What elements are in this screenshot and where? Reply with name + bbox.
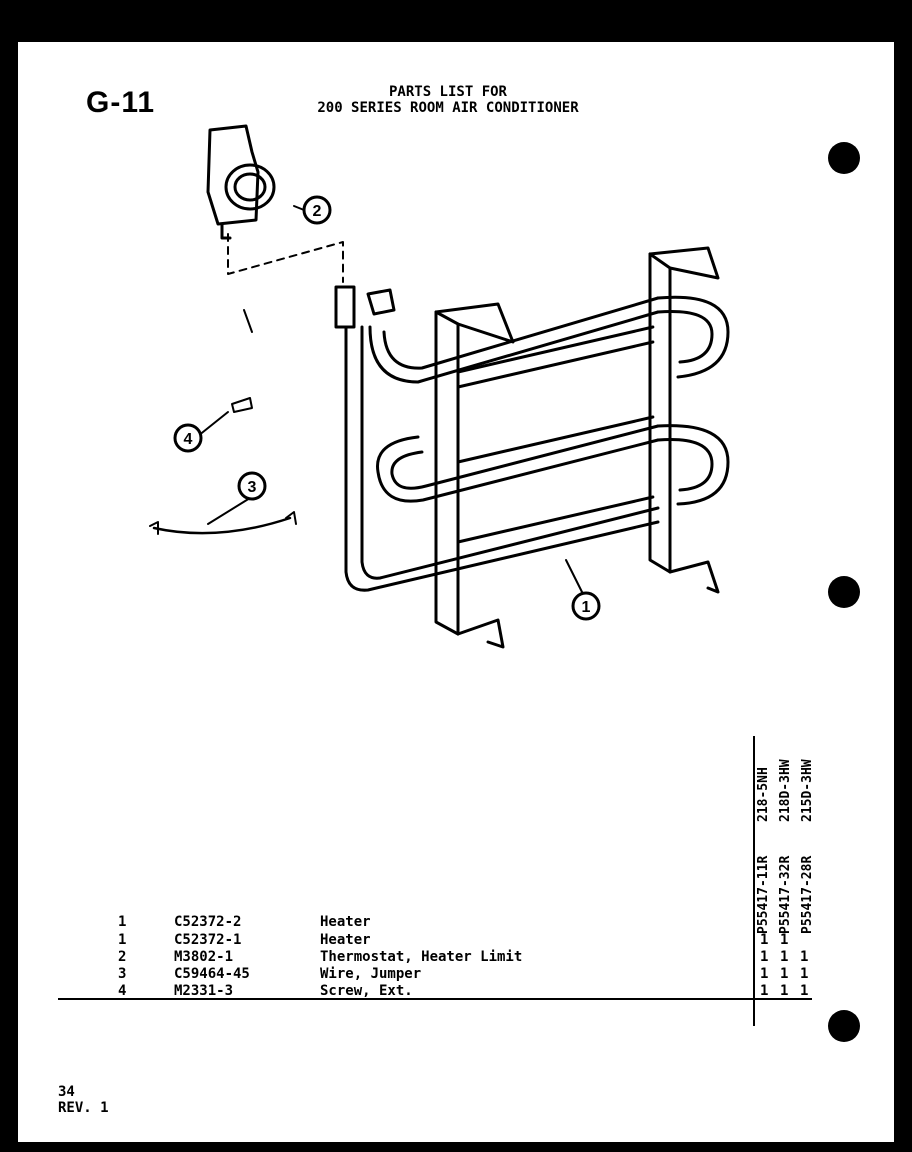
usage-mark: 1 bbox=[780, 949, 789, 965]
page-number: 34 bbox=[58, 1084, 75, 1100]
row-description: Wire, Jumper bbox=[320, 966, 422, 982]
usage-mark: 1 bbox=[780, 932, 789, 948]
callout-label-2: 2 bbox=[313, 203, 322, 220]
callout-2 bbox=[302, 195, 332, 225]
column-header-3-part: P55417-28R bbox=[800, 855, 815, 934]
row-part-number: C52372-2 bbox=[174, 914, 242, 930]
row-part-number: M3802-1 bbox=[174, 949, 234, 965]
binder-hole-middle bbox=[828, 576, 860, 608]
callout-4 bbox=[173, 423, 203, 453]
row-description: Thermostat, Heater Limit bbox=[320, 949, 523, 965]
revision-label: REV. 1 bbox=[58, 1100, 109, 1116]
title-line-1: PARTS LIST FOR bbox=[388, 84, 507, 100]
limit-thermostat bbox=[206, 124, 276, 240]
row-part-number: M2331-3 bbox=[174, 983, 234, 999]
usage-mark: 1 bbox=[760, 949, 769, 965]
row-ref: 2 bbox=[118, 949, 127, 965]
column-header-1-part: P55417-11R bbox=[756, 855, 771, 934]
table-divider bbox=[753, 736, 755, 1026]
usage-mark: 1 bbox=[760, 932, 769, 948]
callout-3 bbox=[237, 471, 267, 501]
heater-element bbox=[344, 246, 730, 649]
row-ref: 1 bbox=[118, 932, 127, 948]
title-line-2: 200 SERIES ROOM AIR CONDITIONER bbox=[317, 100, 579, 116]
usage-mark: 1 bbox=[780, 983, 789, 999]
usage-mark: 1 bbox=[800, 983, 809, 999]
column-header-3-model: 215D-3HW bbox=[800, 759, 815, 822]
binder-hole-bottom bbox=[828, 1010, 860, 1042]
callout-1 bbox=[571, 591, 601, 621]
usage-mark: 1 bbox=[760, 983, 769, 999]
usage-mark: 1 bbox=[800, 966, 809, 982]
row-description: Screw, Ext. bbox=[320, 983, 413, 999]
parts-sheet: G-11 PARTS LIST FOR 200 SERIES ROOM AIR … bbox=[18, 42, 894, 1142]
row-ref: 4 bbox=[118, 983, 127, 999]
column-header-2-model: 218D-3HW bbox=[778, 759, 793, 822]
callout-label-4: 4 bbox=[184, 431, 193, 448]
exploded-diagram: 2 4 3 1 bbox=[149, 124, 730, 649]
row-part-number: C52372-1 bbox=[174, 932, 242, 948]
usage-mark: 1 bbox=[780, 966, 789, 982]
binder-hole-top bbox=[828, 142, 860, 174]
row-ref: 1 bbox=[118, 914, 127, 930]
callout-label-1: 1 bbox=[582, 599, 591, 616]
column-header-1-model: 218-5NH bbox=[756, 767, 771, 822]
row-ref: 3 bbox=[118, 966, 127, 982]
row-description: Heater bbox=[320, 914, 371, 930]
usage-mark: 1 bbox=[760, 966, 769, 982]
table-bottom-rule bbox=[58, 998, 812, 1000]
row-description: Heater bbox=[320, 932, 371, 948]
page-title: PARTS LIST FOR 200 SERIES ROOM AIR CONDI… bbox=[288, 84, 608, 116]
usage-mark: 1 bbox=[800, 949, 809, 965]
row-part-number: C59464-45 bbox=[174, 966, 250, 982]
page-code: G-11 bbox=[86, 86, 156, 119]
column-header-2-part: P55417-32R bbox=[778, 855, 793, 934]
callout-label-3: 3 bbox=[248, 479, 257, 496]
